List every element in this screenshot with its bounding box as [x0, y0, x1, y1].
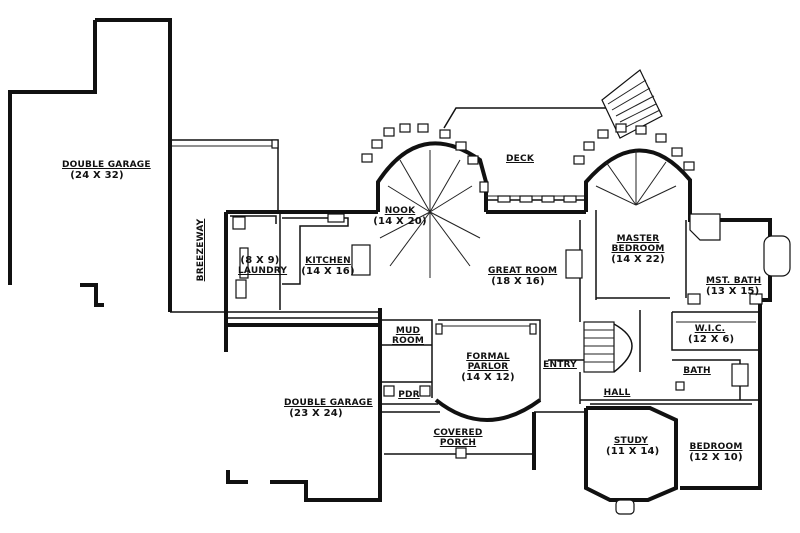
- room-dims: (14 X 12): [461, 372, 515, 383]
- room-name: BATH: [683, 366, 711, 376]
- room-name: DOUBLE GARAGE: [62, 160, 151, 170]
- room-name: NOOK: [384, 206, 416, 216]
- room-name: BREEZEWAY: [196, 218, 206, 282]
- room-dims: (11 X 14): [606, 446, 660, 457]
- room-hall: HALL: [600, 388, 634, 398]
- room-name: BEDROOM: [689, 442, 743, 452]
- room-name: MUD ROOM: [392, 326, 424, 346]
- room-dims: (24 X 32): [70, 170, 124, 181]
- room-name: PDR: [398, 390, 420, 400]
- room-name: COVERED PORCH: [433, 428, 483, 448]
- room-study: STUDY (11 X 14): [606, 436, 660, 457]
- deck: [443, 69, 663, 203]
- room-name: ENTRY: [543, 360, 577, 370]
- main-walls: [378, 210, 791, 515]
- room-name: MASTER BEDROOM: [611, 234, 665, 254]
- room-wic: W.I.C. (12 X 6): [688, 324, 735, 345]
- room-pdr: PDR: [396, 390, 422, 400]
- room-entry: ENTRY: [540, 360, 580, 370]
- room-laundry: (8 X 9) LAUNDRY: [238, 255, 288, 277]
- room-name: GREAT ROOM: [488, 266, 558, 276]
- right-garage-walls: [224, 323, 382, 502]
- room-name: W.I.C.: [694, 324, 726, 334]
- room-bath: BATH: [680, 366, 714, 376]
- room-covered-porch: COVERED PORCH: [428, 428, 488, 448]
- room-name: DECK: [506, 154, 534, 164]
- nook-bay: [361, 123, 489, 278]
- room-dims: (8 X 9): [240, 255, 280, 266]
- room-master-bedroom: MASTER BEDROOM (14 X 22): [608, 234, 668, 265]
- room-formal-parlor: FORMAL PARLOR (14 X 12): [458, 352, 518, 383]
- room-dims: (18 X 16): [491, 276, 545, 287]
- room-name: LAUNDRY: [238, 266, 288, 276]
- room-kitchen: KITCHEN (14 X 16): [300, 256, 356, 277]
- room-deck: DECK: [500, 154, 540, 164]
- room-breezeway: BREEZEWAY: [196, 213, 206, 287]
- room-dims: (14 X 22): [611, 254, 665, 265]
- room-name: HALL: [603, 388, 631, 398]
- room-double-garage-left: DOUBLE GARAGE (24 X 32): [62, 160, 151, 181]
- room-name: MST. BATH: [706, 276, 762, 286]
- room-dims: (14 X 16): [301, 266, 355, 277]
- room-dims: (13 X 15): [706, 286, 760, 297]
- breezeway-walls: [170, 139, 279, 313]
- room-name: DOUBLE GARAGE: [284, 398, 373, 408]
- room-name: FORMAL PARLOR: [466, 352, 510, 372]
- room-dims: (12 X 6): [688, 334, 735, 345]
- room-nook: NOOK (14 X 20): [372, 206, 428, 227]
- room-mst-bath: MST. BATH (13 X 15): [706, 276, 762, 297]
- room-dims: (23 X 24): [289, 408, 343, 419]
- left-garage-walls: [8, 18, 172, 312]
- master-bay: [573, 123, 695, 212]
- room-dims: (14 X 20): [373, 216, 427, 227]
- room-mud-room: MUD ROOM: [392, 326, 424, 346]
- room-name: KITCHEN: [305, 256, 351, 266]
- room-dims: (12 X 10): [689, 452, 743, 463]
- room-bedroom: BEDROOM (12 X 10): [686, 442, 746, 463]
- room-great-room: GREAT ROOM (18 X 16): [488, 266, 558, 287]
- kitchen-block-walls: [224, 210, 380, 352]
- room-double-garage-right: DOUBLE GARAGE (23 X 24): [284, 398, 373, 419]
- room-name: STUDY: [613, 436, 649, 446]
